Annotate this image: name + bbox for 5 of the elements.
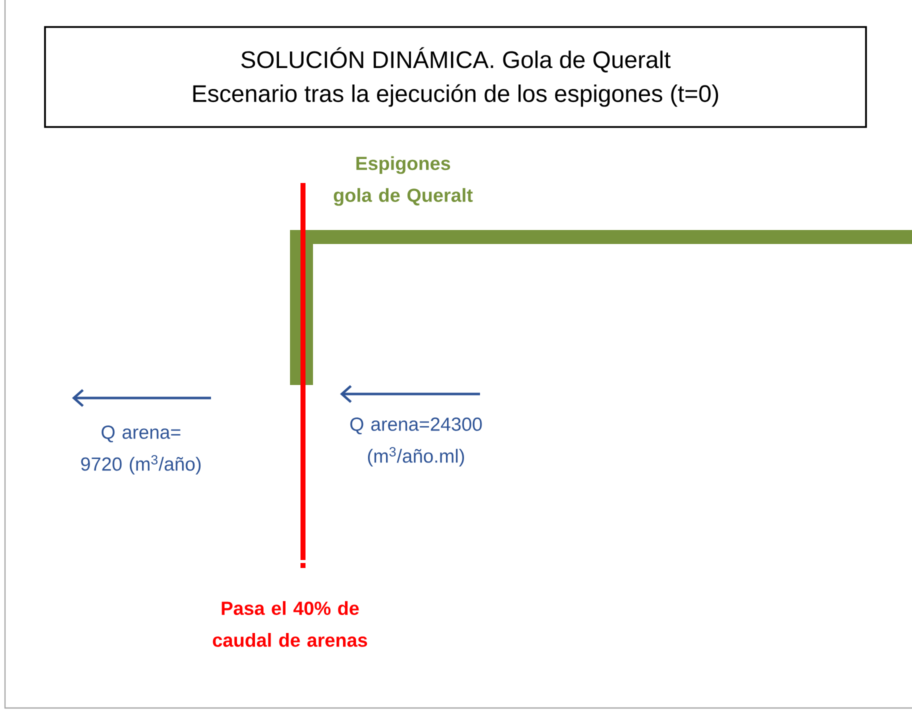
flow-label: Q arena= 9720 (m$^{3}$/año) bbox=[81, 425, 201, 474]
flow-label: Q arena=24300 (m$^{3}$/año.ml) bbox=[350, 417, 482, 466]
title-box: SOLUCIÓN DINÁMICA. Gola de Queralt Escenario tras la ejecución de los espigones (t=0) bbox=[44, 26, 867, 128]
groyne-label: Espigones gola de Queralt bbox=[334, 156, 473, 206]
note-label: Pasa el 40% de caudal de arenas bbox=[212, 601, 368, 647]
